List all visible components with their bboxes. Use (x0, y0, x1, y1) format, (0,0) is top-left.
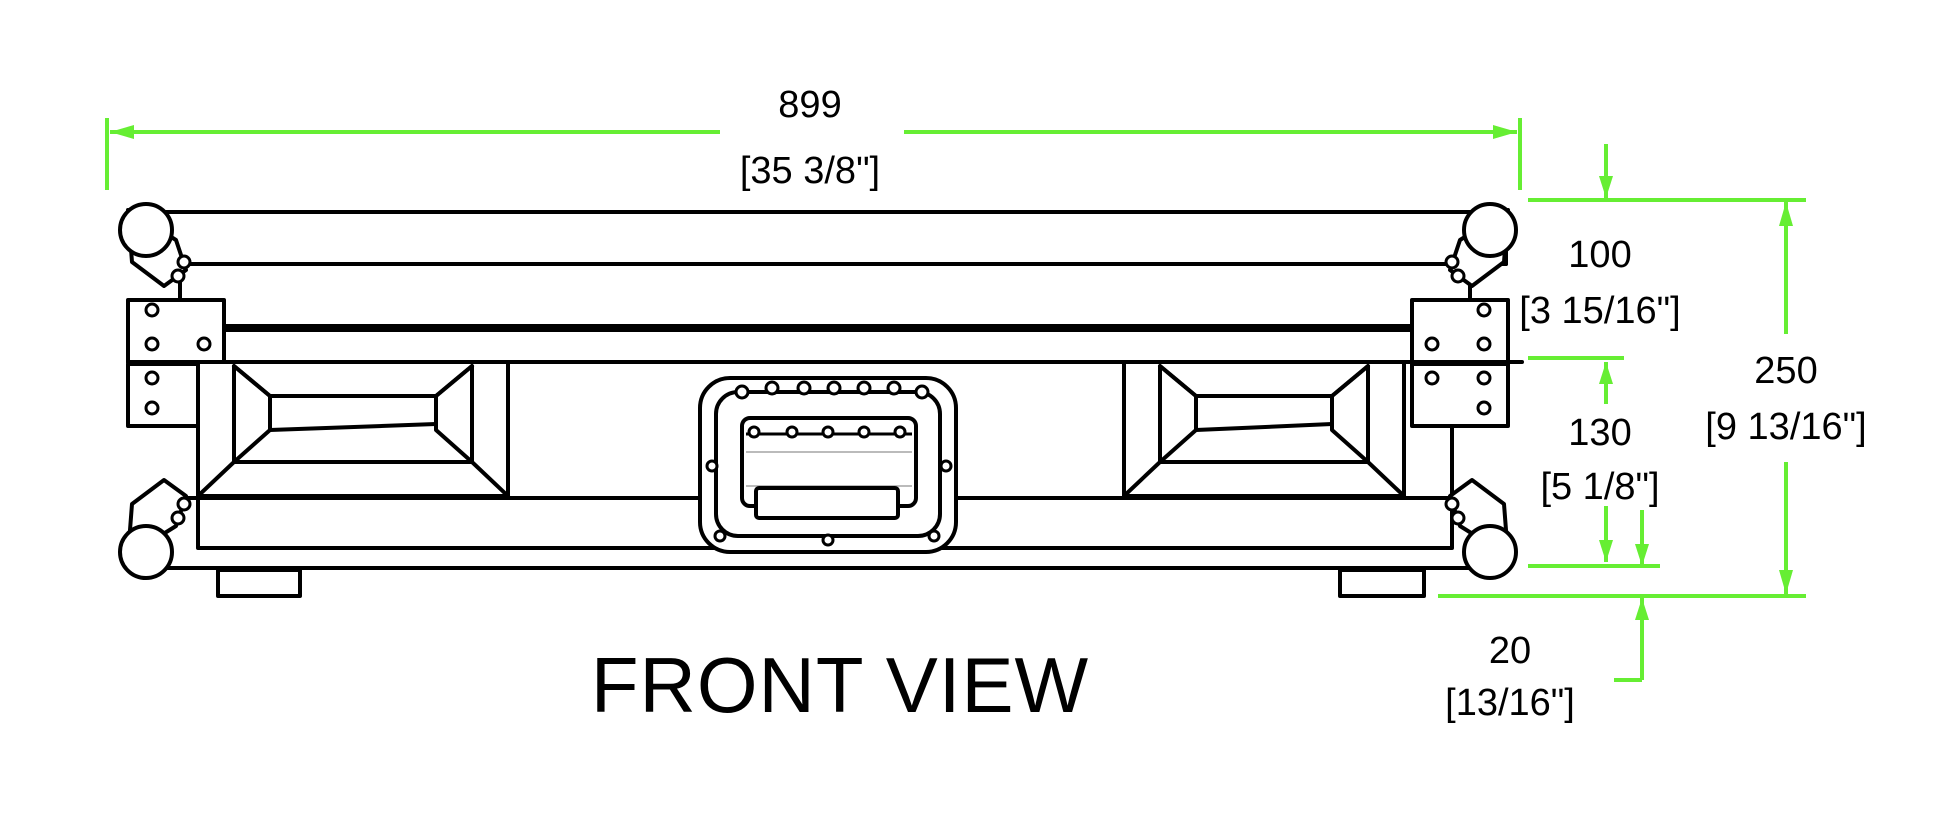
body-imperial-label: [5 1/8"] (1540, 466, 1660, 508)
lid-imperial-label: [3 15/16"] (1519, 290, 1681, 332)
left-upper-plate (126, 298, 226, 364)
total-metric-label: 250 (1754, 350, 1818, 392)
right-upper-plate (1410, 298, 1510, 364)
center-latch (698, 376, 958, 554)
right-foot (1338, 568, 1426, 598)
view-title: FRONT VIEW (590, 641, 1090, 729)
dimension-lines (105, 118, 1806, 682)
lid-metric-label: 100 (1568, 234, 1632, 276)
body-metric-label: 130 (1568, 412, 1632, 454)
corner-ball-bottom-right (1444, 478, 1518, 580)
latch-grip (754, 486, 900, 520)
feet-imperial-label: [13/16"] (1445, 682, 1575, 724)
right-side-handle (1122, 360, 1406, 498)
lid-top-panel (138, 210, 1508, 266)
lid-bottom-edge (138, 262, 1508, 328)
total-imperial-label: [9 13/16"] (1705, 406, 1867, 448)
left-side-handle (196, 360, 510, 498)
width-imperial-label: [35 3/8"] (739, 150, 881, 192)
left-foot (216, 568, 302, 598)
corner-ball-bottom-left (118, 478, 192, 580)
width-metric-label: 899 (778, 84, 842, 126)
feet-metric-label: 20 (1488, 630, 1532, 672)
corner-ball-top-right (1444, 202, 1518, 288)
corner-ball-top-left (118, 202, 192, 288)
